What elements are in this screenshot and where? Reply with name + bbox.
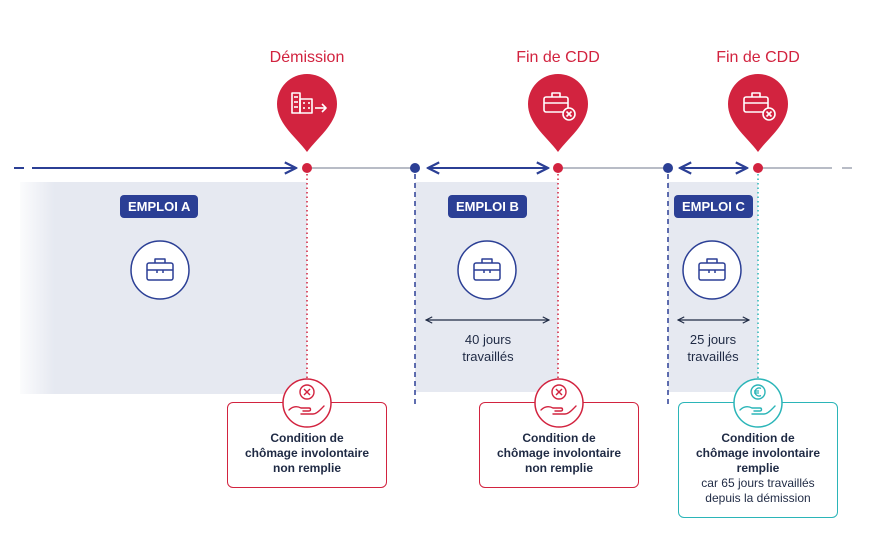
- briefcase-icon: [682, 240, 742, 300]
- event-label-demission: Démission: [269, 49, 345, 66]
- duration-b-days: 40 jours: [464, 332, 512, 347]
- briefcase-icon: [130, 240, 190, 300]
- duration-c-unit: travaillés: [687, 349, 739, 364]
- condition-3-line3: remplie: [736, 461, 780, 475]
- dot-job-c-start: [663, 163, 673, 173]
- job-badge-a: EMPLOI A: [120, 195, 199, 218]
- building-exit-icon: [277, 74, 337, 152]
- condition-2-line3: non remplie: [524, 461, 593, 475]
- job-badge-b: EMPLOI B: [448, 195, 527, 218]
- hand-euro-icon: [733, 378, 783, 428]
- briefcase-icon: [457, 240, 517, 300]
- dot-event-2: [553, 163, 563, 173]
- condition-3-detail-1: car 65 jours travaillés: [701, 476, 815, 490]
- condition-3-line1: Condition de: [721, 431, 795, 445]
- condition-2-line1: Condition de: [522, 431, 596, 445]
- condition-1-line1: Condition de: [270, 431, 344, 445]
- hand-cross-icon: [534, 378, 584, 428]
- dot-event-1: [302, 163, 312, 173]
- duration-b: 40 jours travaillés: [462, 331, 513, 365]
- condition-3-line2: chômage involontaire: [695, 446, 821, 460]
- duration-b-unit: travaillés: [462, 349, 514, 364]
- event-label-fin-cdd-1: Fin de CDD: [516, 49, 600, 66]
- event-label-fin-cdd-2: Fin de CDD: [716, 49, 800, 66]
- job-badge-c: EMPLOI C: [674, 195, 753, 218]
- duration-c: 25 jours travaillés: [687, 331, 738, 365]
- duration-c-days: 25 jours: [689, 332, 737, 347]
- briefcase-x-icon: [728, 74, 788, 152]
- briefcase-x-icon: [528, 74, 588, 152]
- dot-event-3: [753, 163, 763, 173]
- condition-2-line2: chômage involontaire: [496, 446, 622, 460]
- condition-1-line2: chômage involontaire: [244, 446, 370, 460]
- condition-3-detail-2: depuis la démission: [705, 491, 811, 505]
- condition-1-line3: non remplie: [272, 461, 341, 475]
- hand-cross-icon: [282, 378, 332, 428]
- dot-job-b-start: [410, 163, 420, 173]
